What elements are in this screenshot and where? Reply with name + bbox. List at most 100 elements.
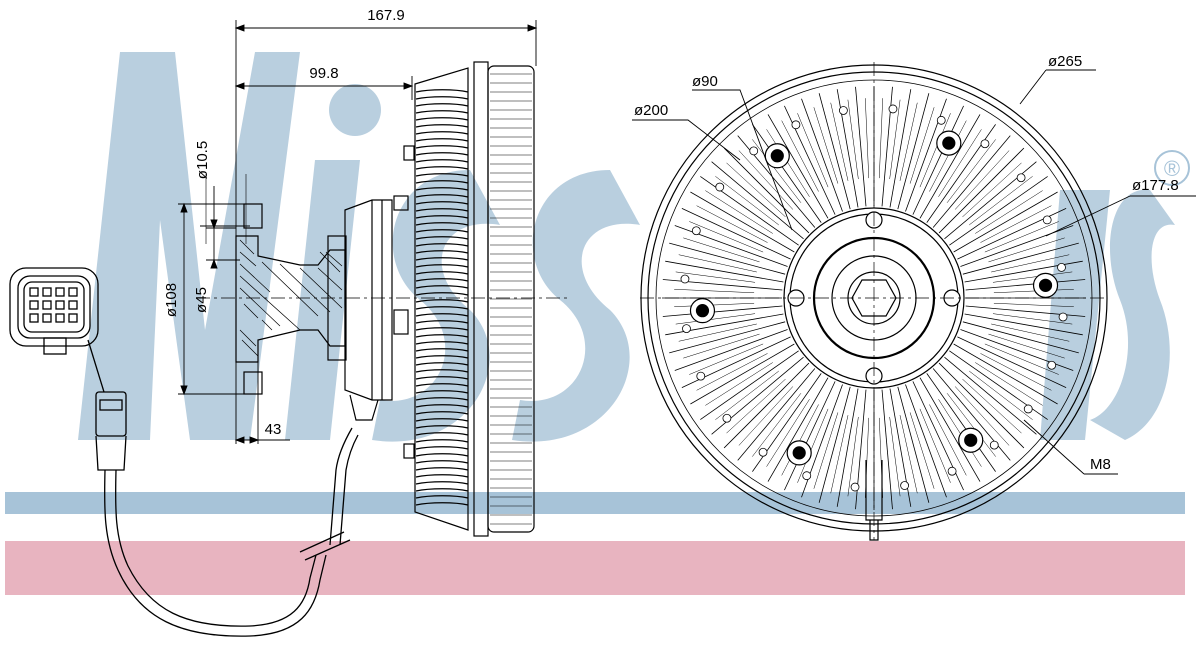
fin-line	[415, 481, 469, 485]
fin-line	[415, 341, 469, 345]
fin-line	[415, 502, 469, 506]
fin-line	[415, 411, 469, 415]
connector-pin	[42, 313, 52, 323]
fin-spoke-minor	[962, 162, 1022, 218]
fin-line	[415, 180, 469, 184]
fin-spoke-minor	[889, 99, 901, 180]
fin-spoke-minor	[992, 271, 1073, 283]
fin-line	[415, 250, 469, 254]
side-view-labels: 167.9 99.8 ø10.5 ø108 ø45 43	[163, 7, 405, 438]
fin-spoke	[919, 114, 981, 219]
connector-pin	[42, 300, 52, 310]
fin-spoke-minor	[929, 120, 967, 192]
fin-spoke-minor	[678, 254, 757, 273]
fin-spoke-minor	[988, 333, 1065, 359]
fin-line	[415, 383, 469, 387]
fin-dot	[680, 274, 690, 284]
fin-spoke-minor	[678, 323, 757, 342]
fin-spoke	[711, 356, 804, 435]
inner-diameter-label: ø90	[692, 73, 718, 90]
fin-spoke-minor	[705, 362, 773, 406]
fin-spoke	[881, 86, 893, 207]
fin-line	[415, 327, 469, 331]
fin-dot	[802, 471, 812, 481]
fin-spoke-minor	[766, 399, 810, 467]
fin-spoke-minor	[969, 176, 1033, 226]
hub-bore-label: ø45	[193, 287, 210, 313]
flange-bore-label: ø10.5	[194, 141, 211, 179]
overall-length-label: 167.9	[367, 7, 405, 24]
fin-spoke	[962, 242, 1079, 275]
svg-text:®: ®	[1164, 156, 1180, 181]
fin-spoke	[784, 381, 836, 491]
fin-line	[415, 215, 469, 219]
fin-spoke	[690, 343, 795, 405]
fin-spoke-minor	[991, 323, 1070, 342]
fin-line	[415, 243, 469, 247]
fin-line	[415, 474, 469, 478]
fin-spoke	[965, 279, 1086, 291]
connector-pin	[29, 300, 39, 310]
fin-line	[415, 313, 469, 317]
fin-line	[415, 201, 469, 205]
fin-line	[415, 376, 469, 380]
fin-dot	[947, 466, 957, 476]
fin-spoke	[681, 208, 791, 260]
fin-spoke	[897, 93, 930, 210]
fin-line	[415, 264, 469, 268]
fin-line	[415, 348, 469, 352]
connector-plug	[95, 391, 127, 437]
thread-label: M8	[1090, 456, 1111, 473]
fin-line	[415, 355, 469, 359]
connector-pin	[42, 287, 52, 297]
fin-spoke	[912, 105, 964, 215]
fin-line	[415, 334, 469, 338]
fin-dot	[758, 447, 768, 457]
fin-spoke	[889, 388, 912, 507]
fin-spoke	[938, 362, 1025, 449]
fin-dot	[722, 413, 732, 423]
radial-fins	[662, 86, 1086, 510]
fin-spoke	[801, 98, 843, 212]
fin-spoke-minor	[993, 302, 1074, 307]
fin-spoke-minor	[675, 271, 756, 283]
fin-spoke	[897, 386, 930, 503]
fin-spoke-minor	[674, 289, 755, 294]
connector-pin	[68, 287, 78, 297]
fin-spoke	[700, 176, 799, 246]
fin-spoke-minor	[980, 353, 1052, 391]
fin-dot	[1047, 360, 1057, 370]
fin-spoke	[818, 93, 851, 210]
nissens-logo	[78, 52, 1175, 442]
connector-pin	[55, 287, 65, 297]
fin-spoke	[665, 313, 784, 336]
fin-spoke-minor	[830, 102, 849, 181]
fin-spoke	[674, 329, 788, 371]
fin-spoke-minor	[929, 404, 967, 476]
fin-line	[415, 271, 469, 275]
fin-spoke-minor	[830, 415, 849, 494]
fin-spoke-minor	[847, 416, 859, 497]
fin-spoke-minor	[705, 190, 773, 234]
fin-line	[415, 194, 469, 198]
fin-spoke	[953, 191, 1058, 253]
fin-spoke	[737, 368, 816, 461]
fin-dot	[1058, 312, 1068, 322]
fin-spoke-minor	[975, 190, 1043, 234]
fin-dot	[682, 324, 691, 334]
fin-line	[415, 369, 469, 373]
fin-spoke	[723, 147, 810, 234]
fin-dot	[850, 482, 860, 492]
fin-spoke-minor	[674, 302, 755, 307]
fin-spoke-minor	[988, 237, 1065, 263]
fin-spoke-minor	[738, 150, 794, 210]
watermark: ®	[5, 52, 1190, 595]
fin-spoke-minor	[813, 107, 839, 184]
fin-line	[415, 418, 469, 422]
connector-pin	[68, 313, 78, 323]
fin-line	[415, 117, 469, 121]
bolt-hole	[1038, 278, 1053, 292]
fin-line	[415, 145, 469, 149]
fin-spoke-minor	[781, 120, 819, 192]
